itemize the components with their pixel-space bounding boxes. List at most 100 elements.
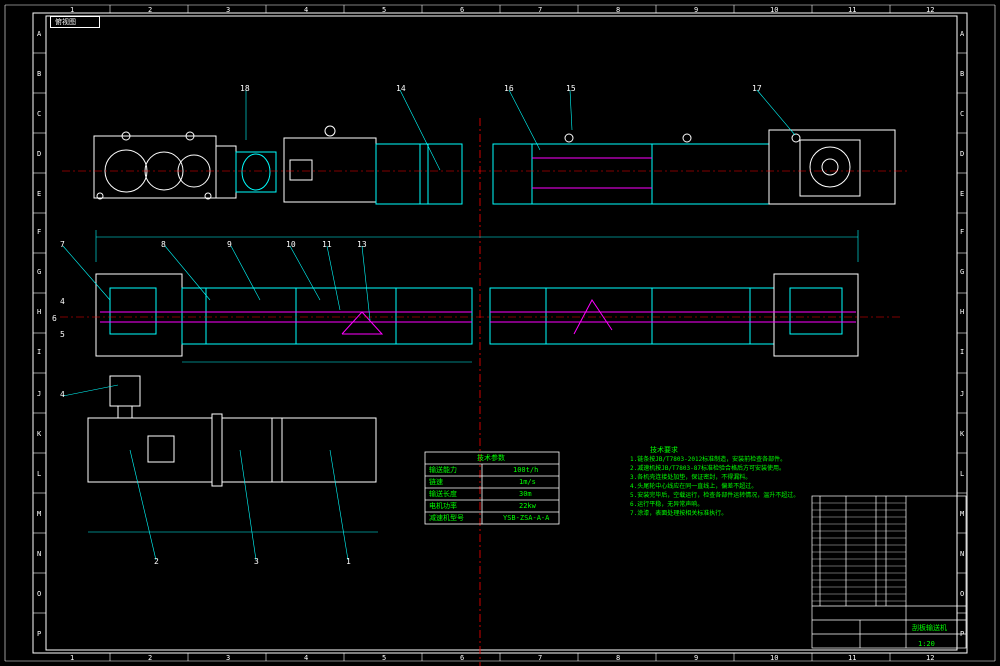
callout-15: 15: [566, 84, 576, 93]
row-letter: N: [37, 550, 42, 558]
param-key: 减速机型号: [429, 514, 464, 522]
row-letter: H: [960, 308, 965, 316]
view-label: 俯视图: [50, 16, 100, 28]
row-letter: J: [960, 390, 965, 398]
row-letter: L: [37, 470, 42, 478]
row-letter: B: [37, 70, 42, 78]
notes-title: 技术要求: [650, 446, 678, 454]
callout-9: 9: [227, 240, 232, 249]
callout-10: 10: [286, 240, 296, 249]
row-letter: F: [37, 228, 42, 236]
col-num: 1: [70, 6, 75, 14]
leader-lines: [62, 89, 796, 561]
col-num: 3: [226, 654, 231, 662]
col-num: 6: [460, 654, 465, 662]
trough-left: [375, 143, 463, 205]
params-title-row: 技术参数: [425, 452, 559, 464]
col-num: 5: [382, 654, 387, 662]
col-num: 1: [70, 654, 75, 662]
params-table-grid: [424, 451, 560, 525]
row-letter: C: [37, 110, 42, 118]
gearbox-housing: [93, 135, 217, 199]
callout-8: 8: [161, 240, 166, 249]
params-table: 技术参数 输送能力 100t/h 链速 1m/s 输送长度 30m 电机功率 2…: [425, 452, 559, 524]
bottom-housing: [87, 417, 213, 483]
top-view: [93, 125, 896, 205]
callout-7: 7: [60, 240, 65, 249]
head-frame: [95, 273, 183, 357]
col-num: 12: [926, 654, 935, 662]
row-letter: N: [960, 550, 965, 558]
trough-main-right: [489, 287, 775, 345]
note-line: 4.头尾轮中心线应在同一直线上，偏差不超过。: [630, 483, 758, 490]
param-value: YSB-ZSA-A-A: [503, 514, 550, 522]
callout-6: 6: [52, 314, 57, 323]
row-letter: G: [960, 268, 965, 276]
params-title: 技术参数: [477, 454, 505, 462]
trough-right: [492, 143, 770, 205]
callout-4: 4: [60, 297, 65, 306]
params-row: 减速机型号 YSB-ZSA-A-A: [425, 512, 559, 524]
bottom-view: [87, 413, 378, 533]
param-key: 链速: [429, 478, 443, 486]
callout-17: 17: [752, 84, 762, 93]
tail-frame: [773, 273, 859, 357]
row-letter: I: [37, 348, 42, 356]
param-key: 电机功率: [429, 502, 457, 510]
row-letter: E: [960, 190, 965, 198]
callout-13: 13: [357, 240, 367, 249]
param-value: 30m: [519, 490, 532, 498]
callout-11: 11: [322, 240, 332, 249]
col-num: 7: [538, 6, 543, 14]
col-num: 8: [616, 6, 621, 14]
row-letter: M: [37, 510, 42, 518]
params-row: 输送能力 100t/h: [425, 464, 559, 476]
trough-main-left: [181, 287, 473, 345]
grid-ticks: [4, 4, 996, 662]
row-letter: P: [960, 630, 965, 638]
row-letter: D: [37, 150, 42, 158]
param-key: 输送长度: [429, 490, 457, 498]
callout-2: 2: [154, 557, 159, 566]
param-value: 22kw: [519, 502, 536, 510]
note-line: 2.减速机按JB/T7803-87标准检验合格后方可安装使用。: [630, 465, 785, 472]
params-row: 链速 1m/s: [425, 476, 559, 488]
sheet-outer-border: [32, 12, 968, 654]
col-num: 9: [694, 6, 699, 14]
row-letter: A: [37, 30, 42, 38]
drawing-scale: 1:20: [918, 640, 935, 648]
row-letter: F: [960, 228, 965, 236]
note-line: 3.各机壳连接处加垫，保证密封，不得漏料。: [630, 474, 752, 481]
bom-grid: [811, 495, 967, 649]
motor: [283, 137, 377, 203]
col-num: 5: [382, 6, 387, 14]
row-letter: A: [960, 30, 965, 38]
bottom-coupling: [221, 417, 273, 483]
callout-3: 3: [254, 557, 259, 566]
params-row: 电机功率 22kw: [425, 500, 559, 512]
row-letter: I: [960, 348, 965, 356]
grid-row-ticks: [33, 52, 967, 614]
row-letter: E: [37, 190, 42, 198]
param-value: 1m/s: [519, 478, 536, 486]
col-num: 8: [616, 654, 621, 662]
row-letter: D: [960, 150, 965, 158]
col-num: 9: [694, 654, 699, 662]
drawing-name: 刮板输送机: [912, 624, 947, 632]
row-letter: K: [960, 430, 965, 438]
tail-box: [768, 129, 896, 205]
technical-notes: 技术要求 1.链条按JB/T7803-2012标准制造，安装前检查各部件。 2.…: [630, 446, 800, 518]
row-letter: P: [37, 630, 42, 638]
row-letter: J: [37, 390, 42, 398]
row-letter: O: [960, 590, 965, 598]
col-num: 11: [848, 654, 857, 662]
callout-1: 1: [346, 557, 351, 566]
col-num: 11: [848, 6, 857, 14]
note-line: 5.安装完毕后，空载运行，检查各部件运转情况，温升不超过。: [630, 492, 800, 499]
col-num: 4: [304, 654, 309, 662]
row-letter: H: [37, 308, 42, 316]
col-num: 2: [148, 654, 153, 662]
callout-16: 16: [504, 84, 514, 93]
callout-4-lower: 4: [60, 390, 65, 399]
